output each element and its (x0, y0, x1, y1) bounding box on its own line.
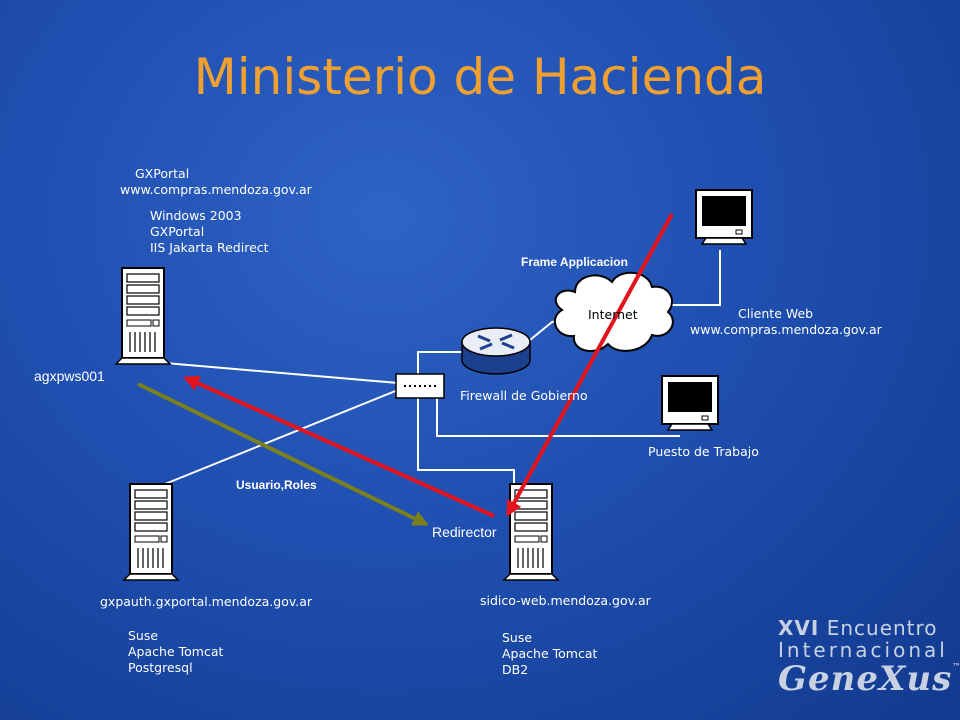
server-gxauth-icon (123, 483, 179, 581)
puesto-trabajo-label: Puesto de Trabajo (648, 444, 759, 459)
sidico-label: Redirector (432, 524, 497, 540)
flow-frame-label: Frame Applicacion (521, 255, 628, 269)
link-gxauth-firewall (159, 389, 399, 487)
firewall-icon (395, 373, 445, 399)
gxportal-spec-app: GXPortal (150, 224, 205, 239)
page-title: Ministerio de Hacienda (193, 48, 767, 106)
sidico-spec-app: Apache Tomcat (502, 646, 598, 661)
firewall-label: Firewall de Gobierno (460, 388, 588, 403)
router-icon (461, 327, 531, 375)
cliente-web-host: www.compras.mendoza.gov.ar (690, 322, 882, 337)
arrow-usuario-roles (137, 382, 429, 526)
internet-label: Internet (588, 307, 638, 322)
server-sidico-icon (503, 483, 559, 581)
brand-edition: XVI (778, 616, 820, 640)
brand-line2: Internacional (778, 638, 948, 662)
arrow-redirect (183, 375, 495, 518)
gxportal-spec-redirect: IIS Jakarta Redirect (150, 240, 269, 255)
gxportal-specs: Windows 2003 GXPortal IIS Jakarta Redire… (150, 208, 269, 256)
gxportal-host: www.compras.mendoza.gov.ar (120, 182, 312, 197)
gxauth-host: gxpauth.gxportal.mendoza.gov.ar (100, 594, 313, 609)
link-internet-cliente (668, 250, 721, 306)
gxauth-spec-db: Postgresql (128, 660, 193, 675)
gxportal-label: agxpws001 (34, 368, 105, 384)
internet-cloud-icon (553, 271, 674, 352)
sidico-specs: Suse Apache Tomcat DB2 (502, 630, 597, 678)
gxportal-name: GXPortal (135, 166, 190, 181)
flow-usuario-roles-label: Usuario,Roles (236, 478, 317, 492)
link-firewall-router (417, 351, 462, 374)
link-firewall-puesto (436, 398, 680, 437)
sidico-host: sidico-web.mendoza.gov.ar (480, 593, 651, 608)
gxauth-specs: Suse Apache Tomcat Postgresql (128, 628, 223, 676)
brand-tm: ™ (952, 661, 960, 671)
link-firewall-sidico (417, 398, 515, 486)
arrow-frame-applicacion (506, 213, 674, 517)
brand-logo: GeneXus (778, 659, 953, 699)
puesto-trabajo-monitor-icon (661, 375, 719, 431)
genexus-event-logo: XVI Encuentro Internacional GeneXus™ (778, 616, 960, 696)
brand-event: Encuentro (826, 616, 938, 640)
gxauth-spec-app: Apache Tomcat (128, 644, 224, 659)
sidico-spec-os: Suse (502, 630, 533, 645)
sidico-spec-db: DB2 (502, 662, 529, 677)
cliente-web-monitor-icon (695, 189, 753, 245)
link-gxportal-firewall (164, 362, 399, 384)
network-links (159, 250, 721, 487)
cliente-web-name: Cliente Web (738, 306, 814, 321)
gxportal-spec-os: Windows 2003 (150, 208, 242, 223)
gxauth-spec-os: Suse (128, 628, 159, 643)
server-gxportal-icon (115, 267, 171, 365)
